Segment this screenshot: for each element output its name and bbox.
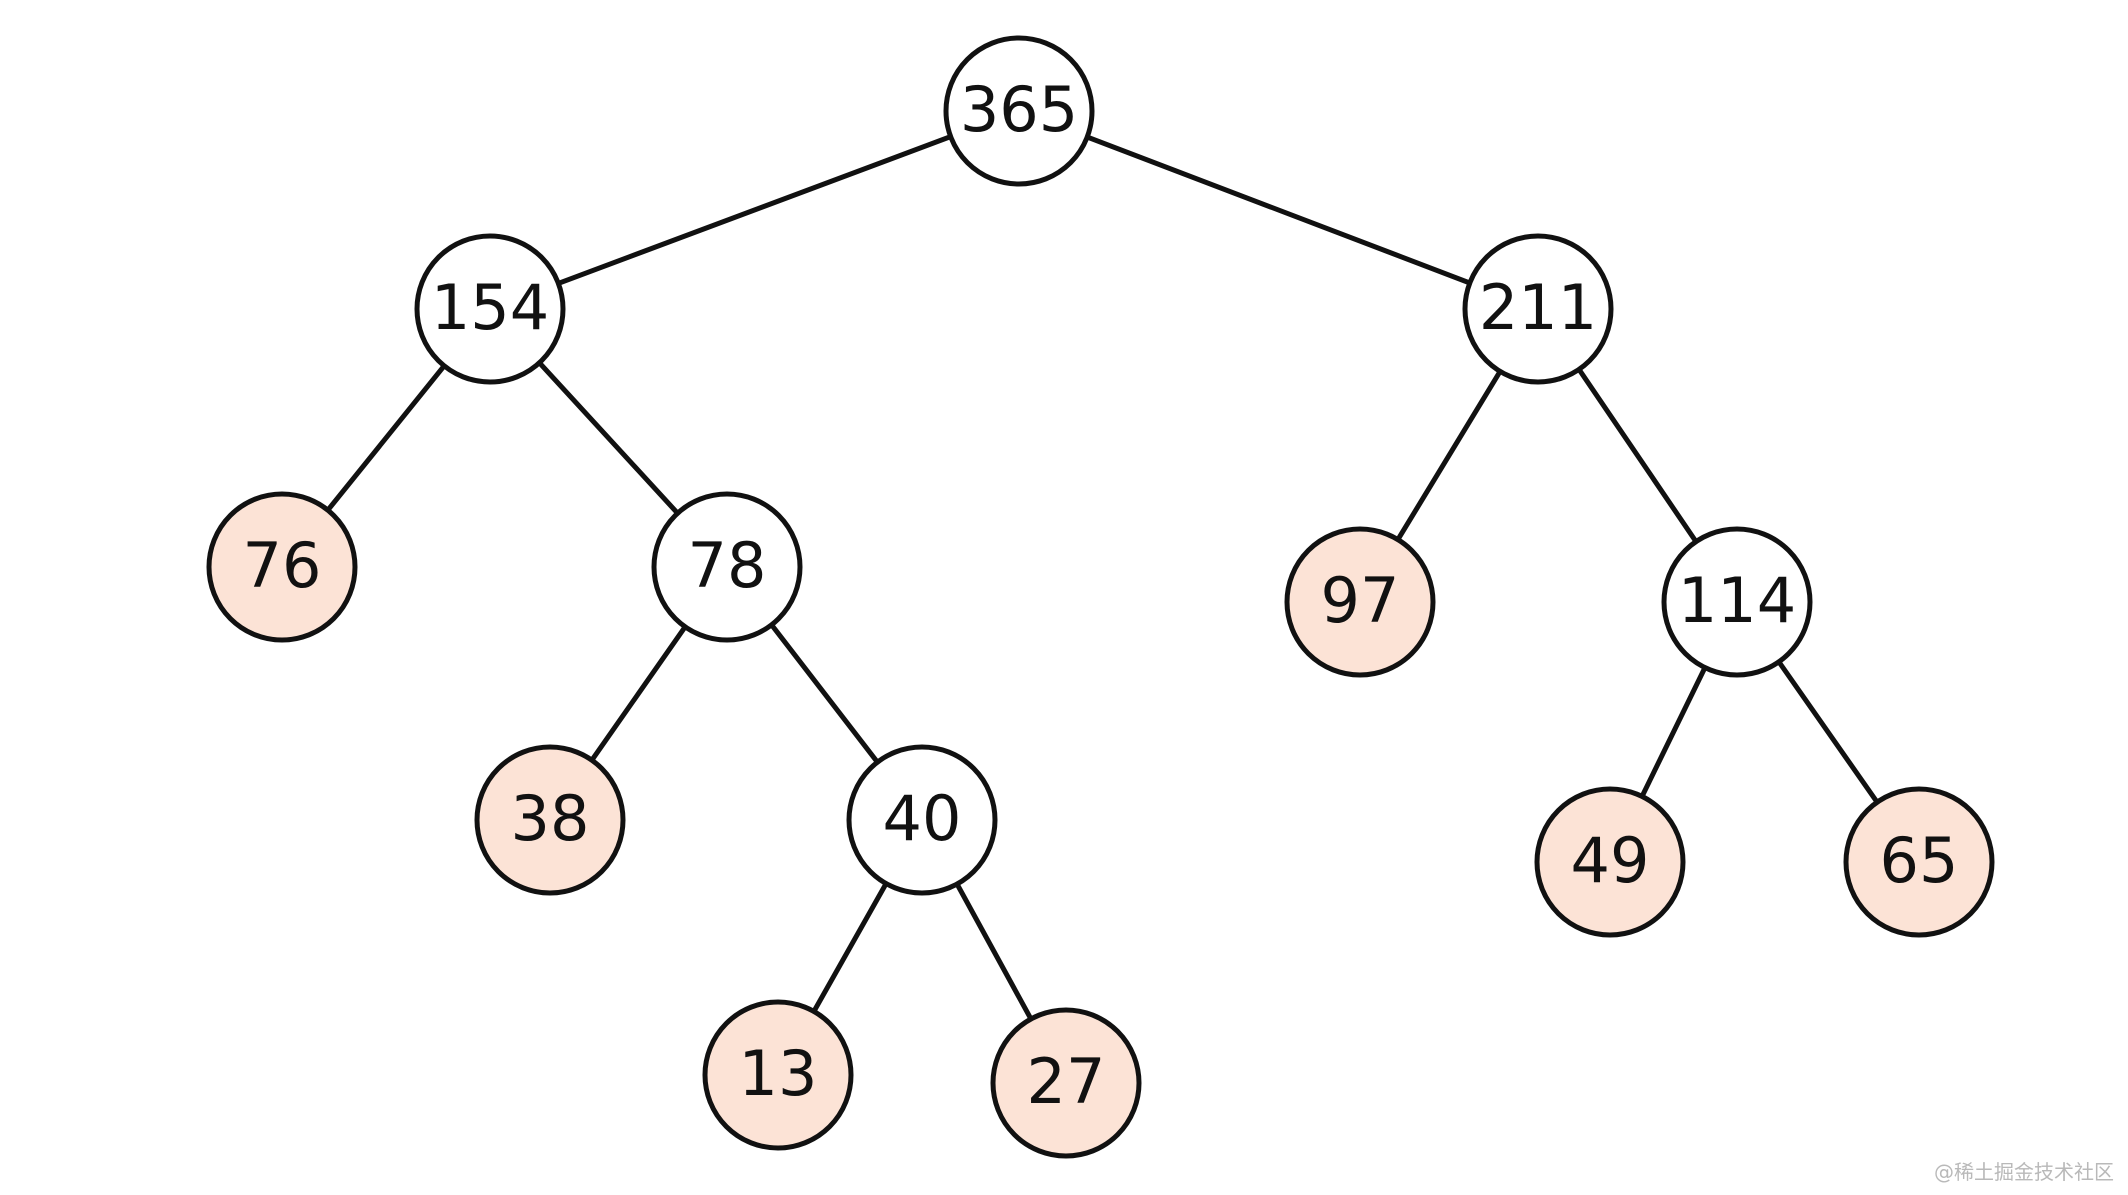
node-label: 40 bbox=[883, 782, 962, 855]
node-circle bbox=[846, 744, 998, 896]
node-circle bbox=[990, 1007, 1142, 1159]
nodes-layer: 365 154 211 76 78 97 114 38 40 49 65 13 27 bbox=[206, 35, 1995, 1159]
leaf-node-27: 27 bbox=[990, 1007, 1142, 1159]
node-circle bbox=[1534, 786, 1686, 938]
node-label: 27 bbox=[1027, 1045, 1106, 1118]
node-circle bbox=[1462, 233, 1614, 385]
node-circle bbox=[206, 491, 358, 643]
node-label: 13 bbox=[739, 1037, 818, 1110]
node-label: 78 bbox=[688, 529, 767, 602]
internal-node-114: 114 bbox=[1661, 526, 1813, 678]
node-circle bbox=[651, 491, 803, 643]
leaf-node-38: 38 bbox=[474, 744, 626, 896]
internal-node-40: 40 bbox=[846, 744, 998, 896]
node-circle bbox=[474, 744, 626, 896]
node-circle bbox=[702, 999, 854, 1151]
node-label: 365 bbox=[960, 73, 1078, 146]
watermark-text: @稀土掘金技术社区 bbox=[1934, 1160, 2114, 1184]
node-label: 97 bbox=[1321, 564, 1400, 637]
node-label: 211 bbox=[1479, 271, 1597, 344]
node-label: 65 bbox=[1880, 824, 1959, 897]
node-circle bbox=[1843, 786, 1995, 938]
node-circle bbox=[943, 35, 1095, 187]
leaf-node-65: 65 bbox=[1843, 786, 1995, 938]
edge-365-211 bbox=[1016, 108, 1541, 312]
leaf-node-49: 49 bbox=[1534, 786, 1686, 938]
internal-node-211: 211 bbox=[1462, 233, 1614, 385]
node-label: 154 bbox=[431, 271, 549, 344]
leaf-node-97: 97 bbox=[1284, 526, 1436, 678]
internal-node-154: 154 bbox=[414, 233, 566, 385]
internal-node-78: 78 bbox=[651, 491, 803, 643]
leaf-node-76: 76 bbox=[206, 491, 358, 643]
edge-365-154 bbox=[487, 108, 1022, 312]
node-label: 49 bbox=[1571, 824, 1650, 897]
leaf-node-13: 13 bbox=[702, 999, 854, 1151]
node-label: 76 bbox=[243, 529, 322, 602]
node-label: 114 bbox=[1678, 564, 1796, 637]
node-circle bbox=[1661, 526, 1813, 678]
internal-node-365: 365 bbox=[943, 35, 1095, 187]
node-label: 38 bbox=[511, 782, 590, 855]
node-circle bbox=[414, 233, 566, 385]
node-circle bbox=[1284, 526, 1436, 678]
